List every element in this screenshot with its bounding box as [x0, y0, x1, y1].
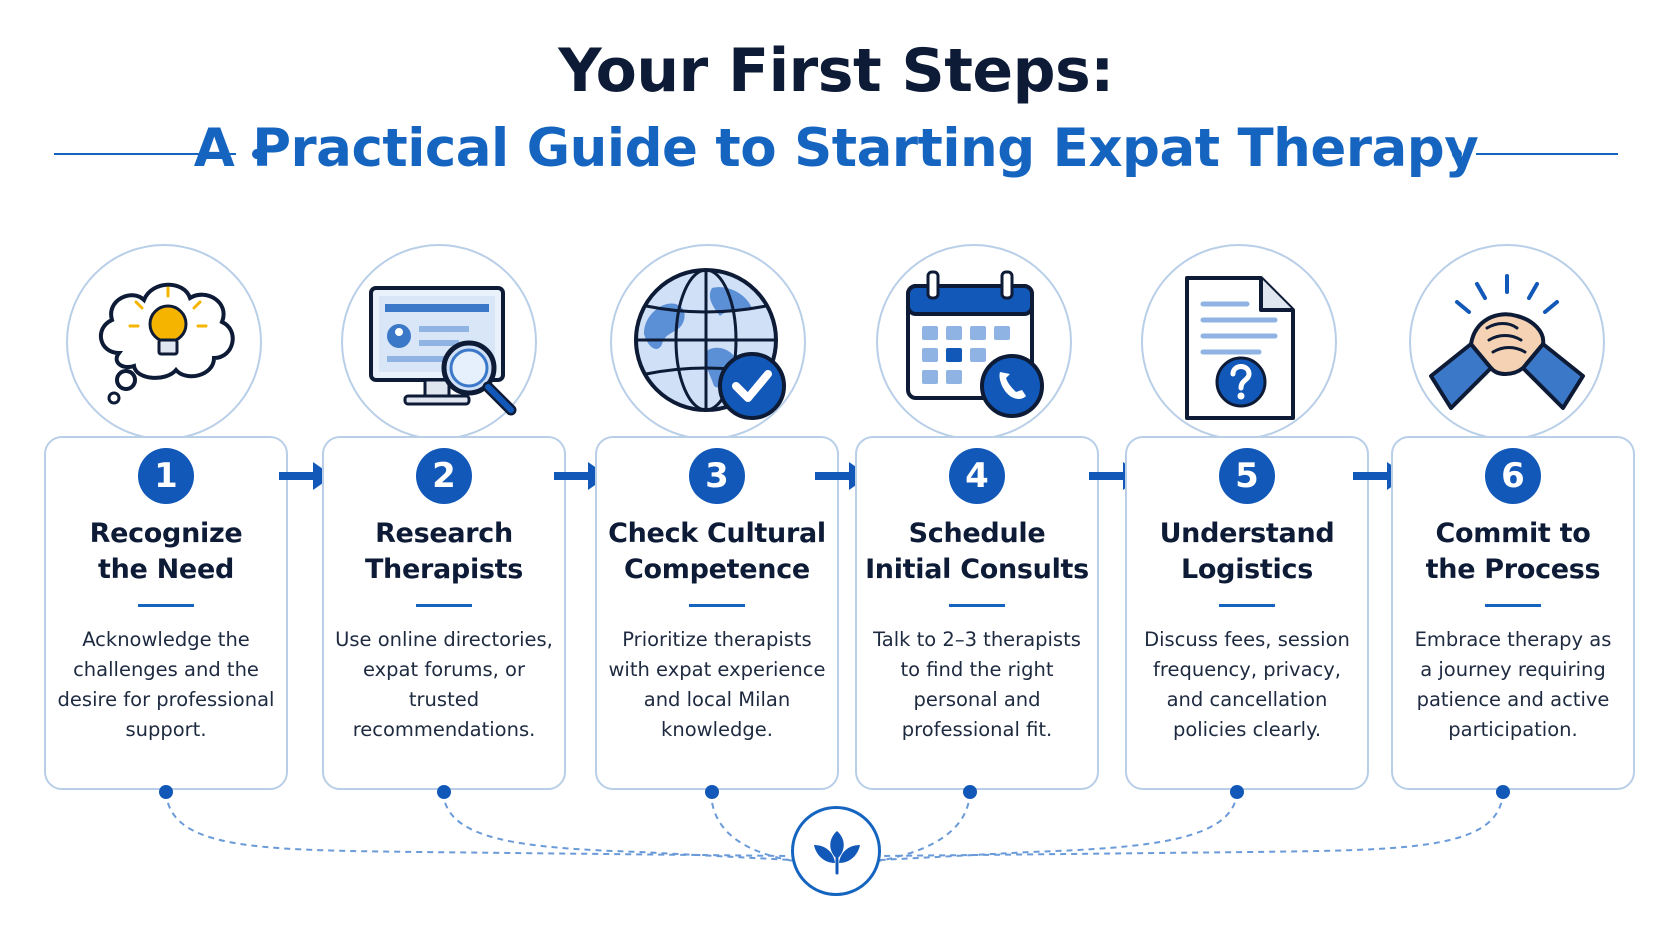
step-title-1: Recognize the Need	[89, 518, 243, 585]
step-number-3: 3	[689, 448, 745, 504]
step-anchor-dot-2	[437, 785, 451, 799]
step-anchor-dot-5	[1230, 785, 1244, 799]
step-title-5: Understand Logistics	[1159, 518, 1335, 585]
step-anchor-dot-3	[705, 785, 719, 799]
step-description-1: Acknowledge the challenges and the desir…	[57, 628, 275, 741]
step-description-5: Discuss fees, session frequency, privacy…	[1144, 628, 1350, 741]
step-underline-1	[138, 604, 194, 607]
step-description-3: Prioritize therapists with expat experie…	[608, 628, 826, 741]
sprout-leaf-icon	[791, 806, 881, 896]
step-anchor-dot-6	[1496, 785, 1510, 799]
step-number-1: 1	[138, 448, 194, 504]
left-rule-dot	[252, 149, 262, 159]
step-number-5: 5	[1219, 448, 1275, 504]
lightbulb-thought-icon	[74, 258, 254, 438]
step-title-4: Schedule Initial Consults	[865, 518, 1089, 585]
arrow-right-icon	[554, 462, 608, 490]
step-description-6: Embrace therapy as a journey requiring p…	[1414, 628, 1612, 741]
step-description-4: Talk to 2–3 therapists to find the right…	[873, 628, 1081, 741]
step-anchor-dot-1	[159, 785, 173, 799]
step-underline-4	[949, 604, 1005, 607]
step-title-2: Research Therapists	[364, 518, 524, 585]
right-rule	[1476, 153, 1618, 155]
page-title: Your First Steps:	[558, 36, 1114, 106]
monitor-search-icon	[349, 258, 529, 438]
globe-check-icon	[618, 258, 798, 438]
left-rule	[54, 153, 236, 155]
step-description-2: Use online directories, expat forums, or…	[335, 628, 553, 741]
step-number-4: 4	[949, 448, 1005, 504]
step-anchor-dot-4	[963, 785, 977, 799]
step-underline-5	[1219, 604, 1275, 607]
document-question-icon	[1149, 258, 1329, 438]
page-subtitle: A Practical Guide to Starting Expat Ther…	[193, 118, 1479, 179]
subtitle-row: A Practical Guide to Starting Expat Ther…	[0, 118, 1672, 198]
right-rule-dot	[1452, 149, 1462, 159]
step-underline-3	[689, 604, 745, 607]
arrow-right-icon	[279, 462, 333, 490]
step-number-6: 6	[1485, 448, 1541, 504]
step-number-2: 2	[416, 448, 472, 504]
step-underline-6	[1485, 604, 1541, 607]
step-title-6: Commit to the Process	[1425, 518, 1601, 585]
calendar-phone-icon	[884, 258, 1064, 438]
step-underline-2	[416, 604, 472, 607]
connector-lines	[165, 791, 1504, 863]
handshake-icon	[1417, 258, 1597, 438]
step-title-3: Check Cultural Competence	[608, 518, 826, 585]
